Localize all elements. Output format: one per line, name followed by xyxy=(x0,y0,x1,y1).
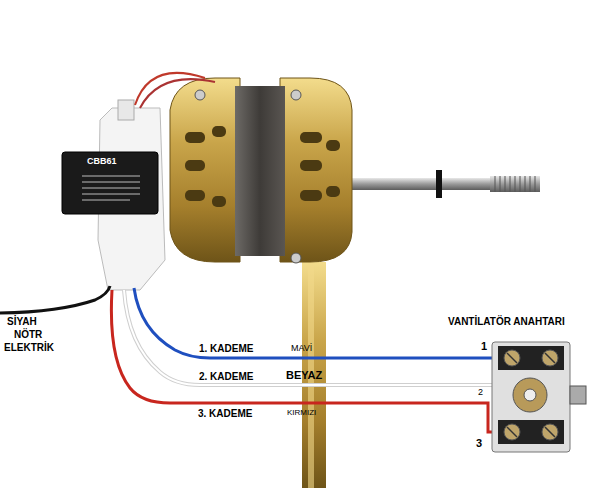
screw xyxy=(195,90,205,100)
color-label: KIRMIZI xyxy=(286,409,317,418)
screw-slots xyxy=(507,353,555,437)
white-wire xyxy=(124,290,503,385)
switch-terminal-block xyxy=(498,420,564,444)
stator-stack xyxy=(235,86,285,256)
switch-center xyxy=(524,389,536,401)
switch-title: VANTİLATÖR ANAHTARI xyxy=(447,316,566,327)
color-label: BEYAZ xyxy=(285,369,323,381)
vent-slots xyxy=(185,126,340,207)
capacitor xyxy=(62,152,158,214)
wire-note: NÖTR xyxy=(13,329,43,340)
screw xyxy=(291,90,301,100)
wire-note: ELEKTRİK xyxy=(3,342,55,353)
rear-housing xyxy=(170,78,240,262)
terminal-number: 3 xyxy=(475,437,483,449)
switch-rotor xyxy=(513,378,547,412)
switch-knob-shaft xyxy=(570,386,586,404)
white-wire-core xyxy=(124,290,503,385)
capacitor-model: CBB61 xyxy=(86,157,118,167)
fan-switch xyxy=(492,342,570,452)
switch-terminal-block xyxy=(498,346,564,370)
connector-tab xyxy=(118,100,134,120)
neutral-wire xyxy=(0,286,110,313)
speed-label: 3. KADEME xyxy=(197,408,253,419)
speed-label: 2. KADEME xyxy=(198,371,254,382)
capacitor-lead xyxy=(140,79,215,108)
speed-label: 1. KADEME xyxy=(198,343,254,354)
terminal-number: 2 xyxy=(477,388,484,398)
threaded-end xyxy=(490,176,540,192)
terminal-number: 1 xyxy=(480,340,488,352)
front-housing xyxy=(280,78,352,262)
capacitor-markings xyxy=(82,176,140,200)
thread-lines xyxy=(495,176,535,192)
motor-shaft xyxy=(345,178,495,190)
red-wire xyxy=(111,290,508,432)
shaft-clip xyxy=(436,170,442,198)
screw xyxy=(291,253,301,263)
terminal-screws xyxy=(504,350,558,440)
wire-note: SİYAH xyxy=(6,316,38,327)
color-label: MAVİ xyxy=(290,344,313,354)
